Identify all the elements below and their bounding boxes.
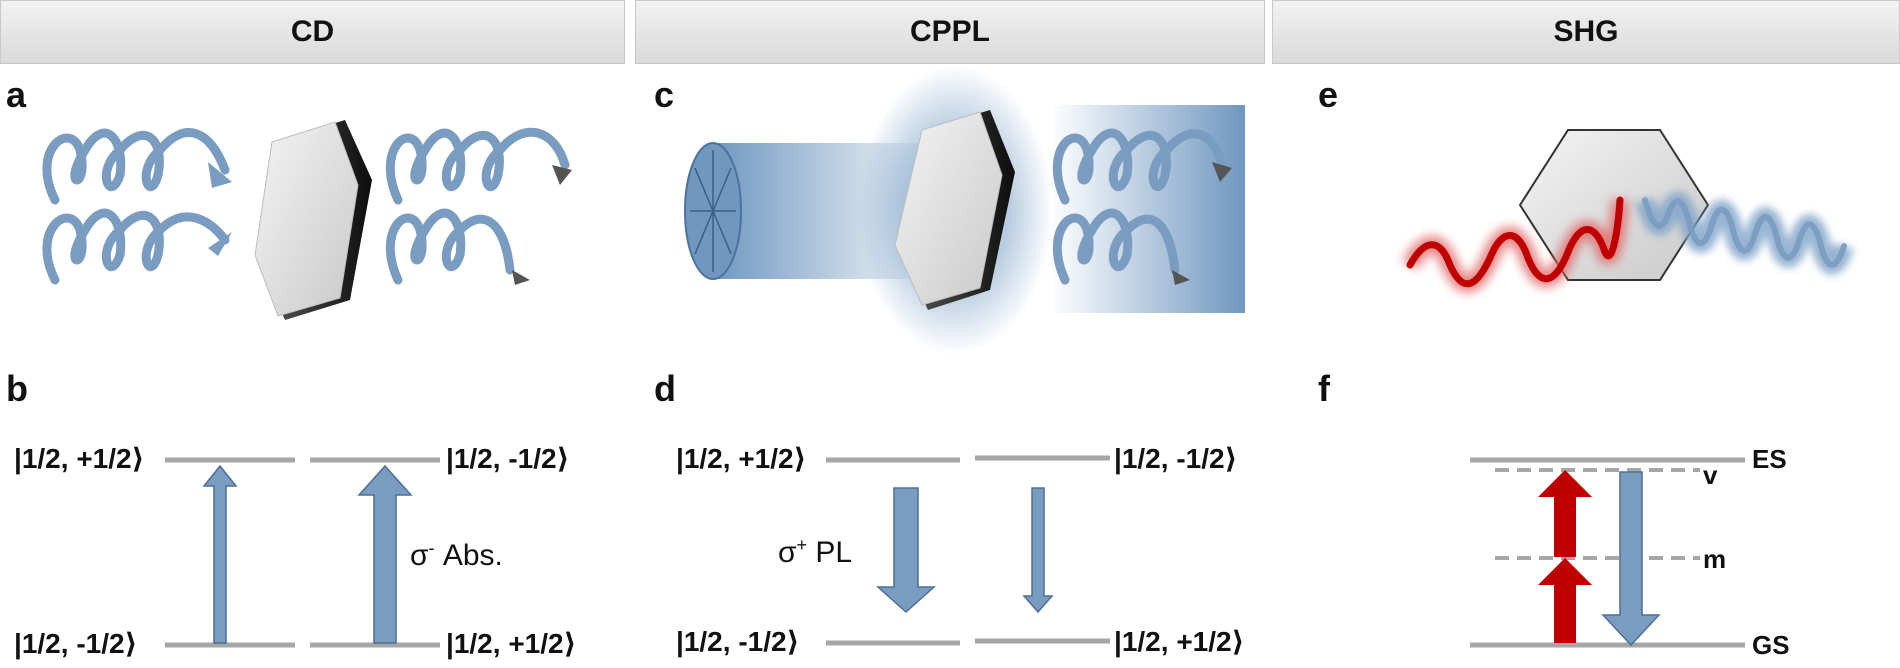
label-m: m [1703, 544, 1727, 574]
ket-cppl-bottom-right: |1/2, +1/2⟩ [1114, 626, 1245, 657]
helix-cd-left-bottom [42, 208, 230, 285]
label-gs: GS [1752, 630, 1790, 660]
header-shg: SHG [1272, 0, 1900, 64]
sigma-superscript: - [428, 538, 435, 558]
sigma-symbol: σ [778, 536, 797, 569]
energy-levels-shg [1470, 457, 1745, 648]
panel-label-d: d [654, 368, 676, 409]
energy-levels-cd [165, 457, 440, 648]
beam-cross-section [684, 142, 742, 280]
helix-cd-right-bottom [385, 208, 515, 285]
sigma-pl-text: PL [807, 536, 853, 569]
arrow-up-thin [202, 464, 238, 644]
ket-cd-top-right: |1/2, -1/2⟩ [446, 443, 570, 474]
panel-label-f: f [1318, 368, 1330, 409]
sigma-abs-text: Abs. [434, 539, 503, 572]
sigma-abs-label: σ- Abs. [410, 538, 503, 573]
helix-cd-right-top [385, 127, 570, 205]
ket-cd-top-left: |1/2, +1/2⟩ [14, 443, 145, 474]
red-arrow-lower [1538, 558, 1592, 643]
header-cd: CD [0, 0, 625, 64]
helix-arrowhead-icon [1172, 270, 1190, 285]
ket-cppl-top-right: |1/2, -1/2⟩ [1114, 443, 1238, 474]
label-es: ES [1752, 444, 1787, 474]
ket-cppl-bottom-left: |1/2, -1/2⟩ [676, 626, 800, 657]
crystal-hexagon-cppl [894, 110, 1015, 310]
helix-arrowhead-icon [512, 270, 530, 285]
ket-cd-bottom-left: |1/2, -1/2⟩ [14, 628, 138, 659]
label-v: v [1703, 460, 1718, 490]
crystal-hexagon-cd [254, 120, 372, 320]
helix-group-cd-left [42, 128, 230, 285]
header-cppl: CPPL [635, 0, 1265, 64]
panel-label-b: b [6, 368, 28, 409]
helix-group-cppl [1052, 128, 1227, 285]
panel-label-c: c [654, 74, 675, 115]
energy-levels-cppl [826, 455, 1110, 646]
helix-cppl-top [1052, 128, 1227, 205]
helix-arrowhead-icon [552, 165, 572, 185]
ket-cppl-top-left: |1/2, +1/2⟩ [676, 443, 807, 474]
helix-arrowhead-icon [208, 162, 232, 188]
second-harmonic-wave [1642, 197, 1847, 268]
arrow-down-thin [1022, 487, 1054, 614]
helix-group-cd-right [385, 127, 570, 285]
arrow-up-thick [357, 464, 413, 644]
helix-arrowhead-icon [208, 232, 232, 256]
sigma-superscript: + [796, 535, 808, 555]
blue-arrow-down [1601, 471, 1661, 647]
helix-arrowhead-icon [1212, 162, 1232, 182]
helix-cd-left-top [42, 128, 230, 205]
sigma-pl-label: σ+ PL [778, 535, 852, 570]
panel-label-e: e [1318, 74, 1339, 115]
ket-cd-bottom-right: |1/2, +1/2⟩ [446, 628, 577, 659]
panel-label-a: a [6, 74, 27, 115]
sigma-symbol: σ [410, 539, 429, 572]
red-arrow-upper [1538, 470, 1592, 557]
arrow-down-thick [876, 487, 936, 614]
fundamental-wave [1406, 196, 1624, 288]
helix-cppl-bottom [1052, 208, 1180, 285]
